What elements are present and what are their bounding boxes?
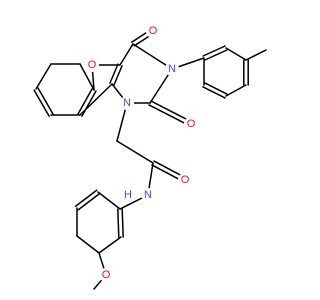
double-bond [81,90,97,117]
single-bond [245,49,267,61]
double-bond [109,63,119,84]
single-bond [225,84,247,97]
atom-label-n: N [168,63,176,75]
atom-methoxy-oxygen: O [99,268,113,282]
double-bond [77,88,93,115]
single-bond [98,236,122,254]
double-bond [74,189,98,208]
single-bond [225,47,247,61]
bond-layer [33,28,267,290]
single-bond [97,191,121,210]
single-bond [116,140,154,164]
atom-nitrogen-3: N [165,62,179,76]
double-bond [121,208,124,238]
atom-label-n: N [144,189,152,201]
double-bond [77,192,101,211]
atom-nitrogen-1: N [120,96,134,110]
atom-label-o: O [187,118,196,130]
atom-label-o: O [88,59,97,71]
double-bond [113,65,123,86]
atom-label-o: O [102,269,111,281]
double-bond [202,45,226,57]
atom-label-o: O [181,174,190,186]
molecule-structure: O O O N N O N H [33,24,267,290]
double-bond [117,208,120,238]
double-bond [37,87,54,115]
atom-amide-oxygen: O [178,173,192,187]
atom-carbonyl-oxygen-ring: O [184,117,198,131]
double-bond [202,86,226,99]
atom-carbonyl-oxygen-top: O [146,24,160,38]
single-bond [119,43,134,66]
atom-furan-oxygen: O [85,58,99,72]
atom-label-h: H [124,189,132,201]
single-bond [35,63,52,90]
atom-label-o: O [149,25,158,37]
double-bond [148,104,191,127]
single-bond [132,43,173,70]
double-bond [33,89,50,117]
double-bond [150,100,193,123]
single-bond [76,235,100,254]
atom-amide-hydrogen: H [121,188,135,202]
atom-label-n: N [123,97,131,109]
double-bond [204,82,228,95]
atom-label-layer: O O O N N O N H [85,24,198,282]
atom-amide-nitrogen: N [141,188,155,202]
double-bond [204,49,228,61]
single-bond [79,63,95,91]
